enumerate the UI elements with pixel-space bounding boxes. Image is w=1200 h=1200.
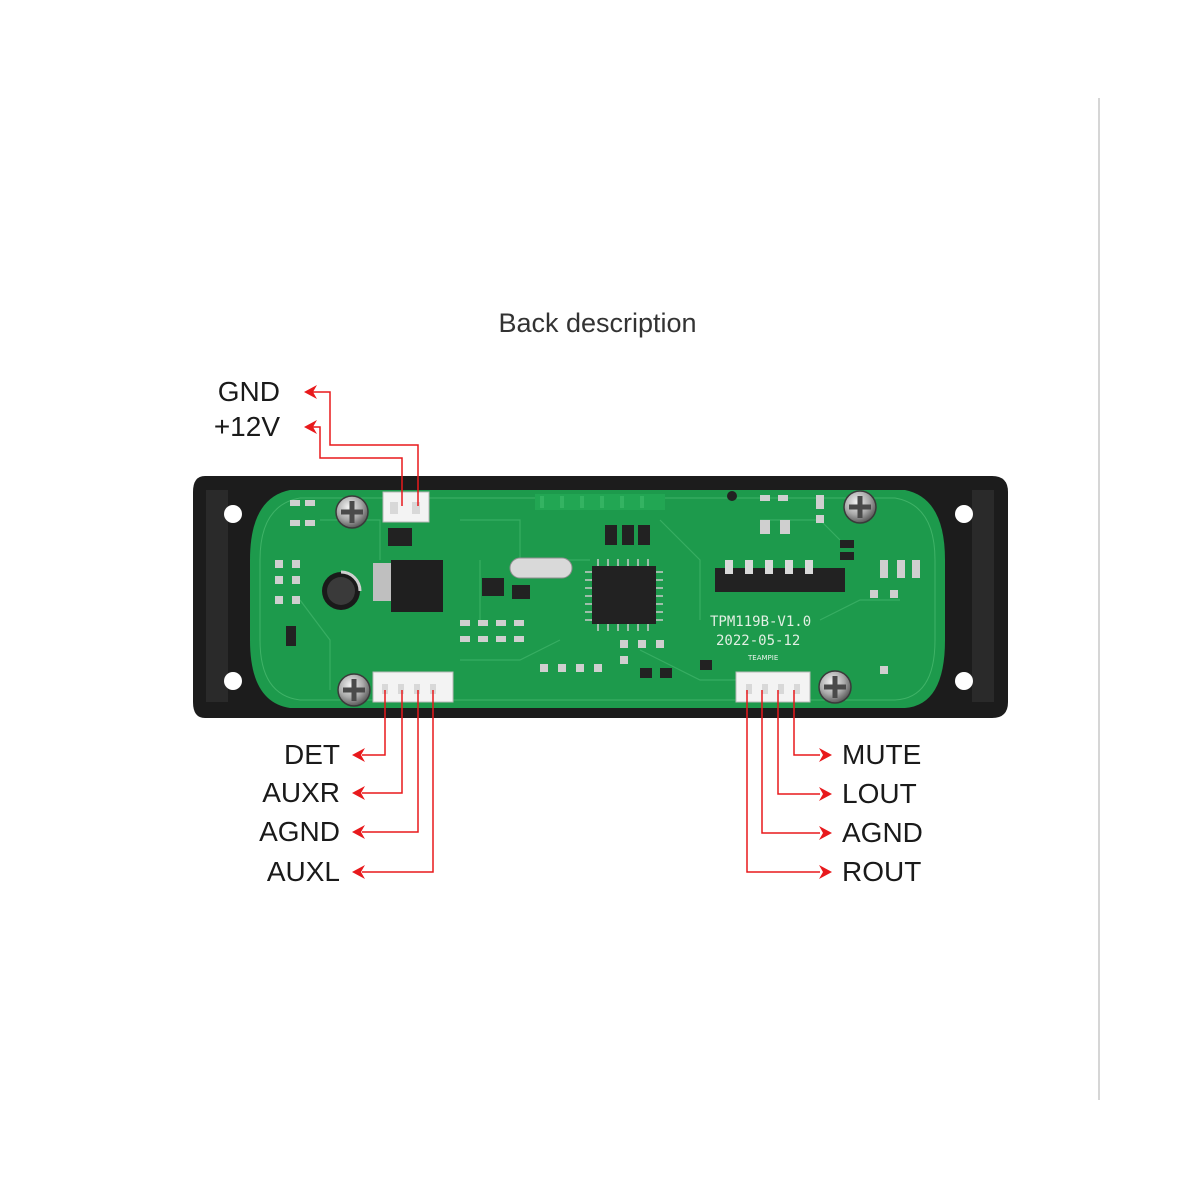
arrow-left-icon (304, 420, 317, 434)
out-wire (793, 690, 820, 756)
pin-label-agnd-in: AGND (259, 816, 340, 847)
pin-label-agnd-out: AGND (842, 817, 923, 848)
pin-arrows (304, 385, 832, 879)
page-title: Back description (498, 308, 697, 338)
pin-wires (312, 391, 820, 873)
pin-label-lout: LOUT (842, 778, 917, 809)
out-wire (761, 690, 820, 834)
pin-label-auxl: AUXL (266, 856, 340, 887)
aux-wire (362, 690, 386, 756)
screw-icon (818, 670, 852, 704)
out-wire (746, 690, 820, 873)
out-wire (777, 690, 820, 795)
arrow-left-icon (352, 825, 365, 839)
pin-label-det: DET (284, 739, 340, 770)
aux-wire (362, 690, 434, 873)
arrow-right-icon (819, 787, 832, 801)
divider (1098, 98, 1100, 1100)
mount-hole-icon (224, 672, 242, 690)
arrow-right-icon (819, 865, 832, 879)
arrow-left-icon (352, 786, 365, 800)
pcb-components: TPM119B-V1.0 2022-05-12 TEAMPIE (275, 490, 920, 707)
board-maker: TEAMPIE (747, 654, 778, 662)
board-date: 2022-05-12 (716, 633, 800, 649)
screw-icon (337, 673, 371, 707)
arrow-right-icon (819, 826, 832, 840)
screw-icon (335, 495, 369, 529)
pin-label-mute: MUTE (842, 739, 922, 770)
power-wire (312, 391, 419, 506)
board-model: TPM119B-V1.0 (710, 614, 811, 630)
aux-wire (362, 690, 403, 794)
arrow-left-icon (352, 748, 365, 762)
pin-label-12v: +12V (213, 411, 280, 442)
pin-label-auxr: AUXR (262, 777, 340, 808)
pin-label-rout: ROUT (842, 856, 922, 887)
mount-hole-icon (224, 505, 242, 523)
screw-icon (843, 490, 877, 524)
mount-hole-icon (955, 505, 973, 523)
power-wire (312, 426, 403, 506)
arrow-right-icon (819, 748, 832, 762)
arrow-left-icon (352, 865, 365, 879)
arrow-left-icon (304, 385, 317, 399)
pin-label-gnd: GND (217, 376, 280, 407)
mount-hole-icon (955, 672, 973, 690)
aux-wire (362, 690, 419, 833)
